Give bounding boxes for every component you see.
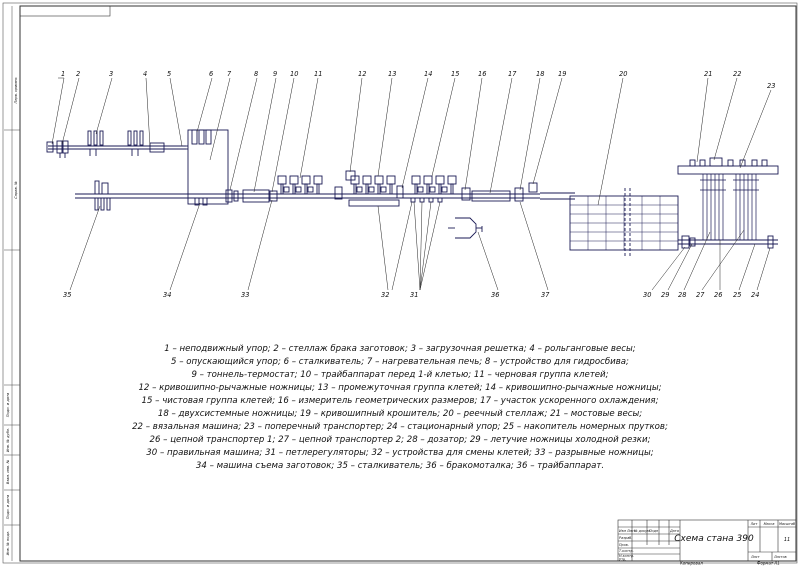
- legend-line-2: 5 – опускающийся упор; 6 – сталкиватель;…: [171, 357, 629, 367]
- callout-21: 21: [704, 70, 712, 78]
- row-utv: Утв.: [619, 558, 626, 562]
- callout-13: 13: [388, 70, 396, 78]
- title-block: Схема стана 390 11 Лит Масса Масштаб Изм…: [617, 519, 797, 566]
- callout-30: 30: [643, 291, 651, 299]
- margin-label-perv: Перв. примен.: [14, 77, 18, 104]
- margin-label-podp2: Подп. и дата: [6, 495, 10, 519]
- sheet-label: Лист: [750, 555, 761, 559]
- margin-label-vzam: Взам. инв. №: [6, 460, 10, 485]
- top-stamp-box: [19, 5, 111, 17]
- inner-frame: [19, 5, 797, 562]
- callout-7: 7: [227, 70, 232, 78]
- callout-20: 20: [619, 70, 627, 78]
- callout-32: 32: [381, 291, 389, 299]
- copied-label: Копировал: [680, 561, 703, 566]
- left-margin-strip: [4, 6, 20, 561]
- legend-line-10: 34 – машина съема заготовок; 35 – сталки…: [195, 461, 605, 471]
- row-doc: № докум.: [633, 529, 651, 533]
- callout-18: 18: [536, 70, 544, 78]
- callout-24: 24: [751, 291, 759, 299]
- row-tkontr: Т.контр.: [619, 549, 634, 553]
- callout-29: 29: [661, 291, 669, 299]
- col-mass: Масса: [764, 522, 775, 526]
- margin-label-inv-podl: Инв. № подл.: [6, 531, 10, 556]
- callout-23: 23: [767, 82, 775, 90]
- row-razrab: Разраб.: [619, 536, 632, 540]
- callout-14: 14: [424, 70, 432, 78]
- legend-line-8: 26 – цепной транспортер 1; 27 – цепной т…: [149, 435, 651, 445]
- legend-line-5: 15 – чистовая группа клетей; 16 – измери…: [141, 396, 659, 406]
- callout-19: 19: [558, 70, 566, 78]
- row-sign: Подп: [649, 529, 659, 533]
- row-nkontr: Н.контр.: [619, 554, 634, 558]
- callout-35: 35: [63, 291, 71, 299]
- legend-line-3: 9 – тоннель-термостат; 10 – трайбаппарат…: [191, 370, 609, 380]
- callout-16: 16: [478, 70, 486, 78]
- callout-15: 15: [451, 70, 459, 78]
- callout-25: 25: [733, 291, 741, 299]
- callout-17: 17: [508, 70, 517, 78]
- callout-3: 3: [109, 70, 113, 78]
- margin-label-podp1: Подп. и дата: [6, 393, 10, 417]
- callout-2: 2: [76, 70, 80, 78]
- legend-line-6: 18 – двухсистемные ножницы; 19 – кривоши…: [157, 409, 643, 419]
- callout-26: 26: [714, 291, 722, 299]
- callout-1: 1: [61, 70, 65, 78]
- callout-10: 10: [290, 70, 298, 78]
- callout-27: 27: [696, 291, 705, 299]
- legend-line-1: 1 – неподвижный упор; 2 – стеллаж брака …: [164, 344, 636, 354]
- callout-4: 4: [143, 70, 147, 78]
- callout-28: 28: [678, 291, 686, 299]
- sheet-number: 11: [784, 537, 790, 543]
- callout-31: 31: [410, 291, 418, 299]
- callout-9: 9: [273, 70, 277, 78]
- callout-numbers: 1 2 3 4 5 6 7 8 9 10 11 12 13 14 15 16 1…: [61, 70, 775, 299]
- callout-11: 11: [314, 70, 322, 78]
- col-lit: Лит: [750, 522, 759, 526]
- callout-5: 5: [167, 70, 171, 78]
- legend-line-7: 22 – вязальная машина; 23 – поперечный т…: [132, 422, 668, 432]
- callout-12: 12: [358, 70, 366, 78]
- margin-label-sprav: Справ. №: [14, 181, 18, 199]
- col-scale: Масштаб: [779, 522, 795, 526]
- callout-33: 33: [241, 291, 249, 299]
- callout-22: 22: [733, 70, 741, 78]
- row-izm: Изм Лист: [619, 529, 637, 533]
- legend-line-4: 12 – кривошипно-рычажные ножницы; 13 – п…: [138, 383, 662, 393]
- sheets-label: Листов: [773, 555, 787, 559]
- callout-36: 36: [491, 291, 499, 299]
- format-label: Формат А1: [757, 561, 780, 566]
- callout-34: 34: [163, 291, 171, 299]
- callout-37: 37: [541, 291, 550, 299]
- callout-8: 8: [254, 70, 258, 78]
- equipment-layout: [46, 129, 779, 256]
- row-prov: Пров.: [619, 543, 629, 547]
- callout-6: 6: [209, 70, 213, 78]
- row-date: Дата: [669, 529, 679, 533]
- drawing-title: Схема стана 390: [674, 534, 754, 544]
- legend-line-9: 30 – правильная машина; 31 – петлерегуля…: [146, 448, 654, 458]
- leader-lines: [51, 77, 772, 291]
- margin-label-inv-dubl: Инв. № дубл.: [6, 428, 10, 453]
